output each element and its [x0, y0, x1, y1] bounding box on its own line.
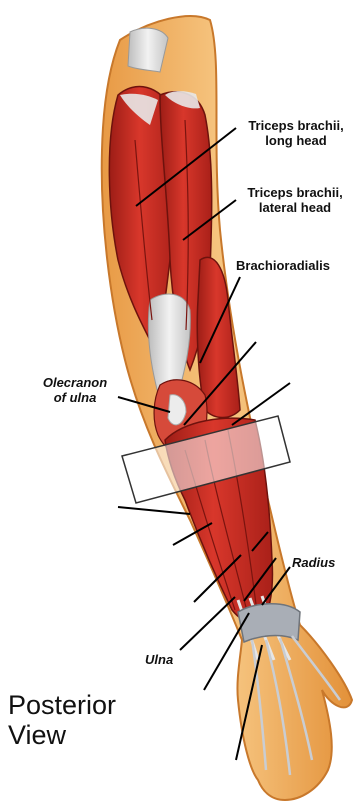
label-olecranon: Olecranon of ulna — [30, 375, 120, 405]
label-line: Triceps brachii, — [236, 118, 356, 133]
label-ulna: Ulna — [145, 652, 173, 667]
view-title-line: Posterior — [8, 690, 116, 720]
label-triceps-lateral-head: Triceps brachii, lateral head — [234, 185, 356, 215]
label-line: lateral head — [234, 200, 356, 215]
extensor-retinaculum — [238, 604, 300, 642]
label-line: Olecranon — [30, 375, 120, 390]
view-title-line: View — [8, 720, 116, 750]
label-line: of ulna — [30, 390, 120, 405]
view-title: Posterior View — [8, 690, 116, 750]
shoulder-tendon — [128, 28, 168, 72]
label-radius: Radius — [292, 555, 335, 570]
label-line: long head — [236, 133, 356, 148]
label-brachioradialis: Brachioradialis — [236, 258, 330, 273]
label-line: Triceps brachii, — [234, 185, 356, 200]
label-triceps-long-head: Triceps brachii, long head — [236, 118, 356, 148]
